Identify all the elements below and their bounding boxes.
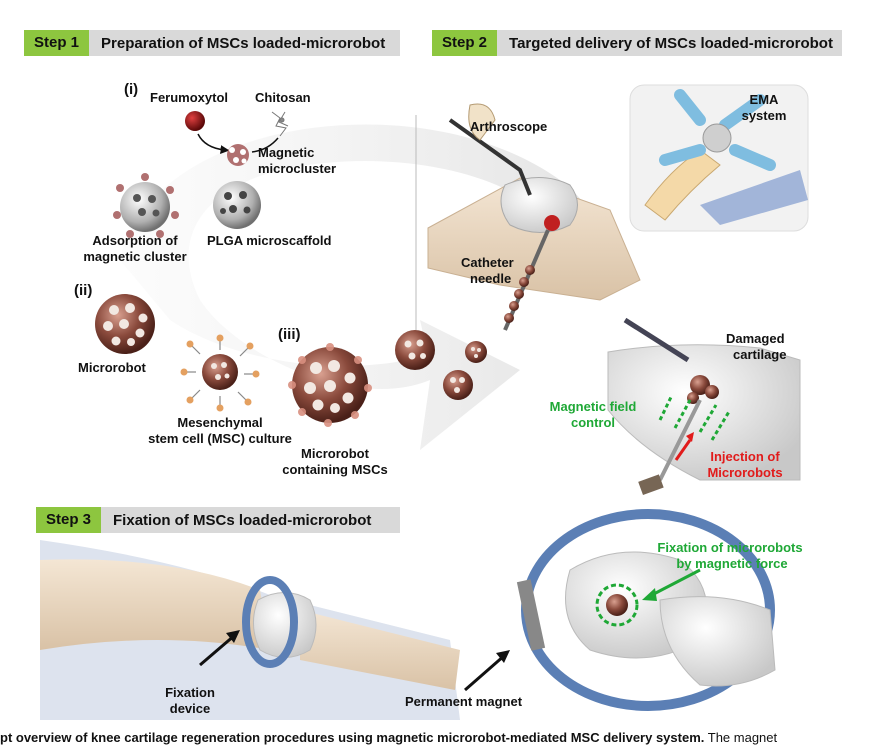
label-roman-ii: (ii) (74, 282, 93, 299)
step-2-header: Step 2 Targeted delivery of MSCs loaded-… (432, 30, 842, 56)
zoomed-knee-with-magnet (516, 509, 776, 711)
label-magnetic-field-line2: control (570, 415, 616, 430)
chitosan-molecule (271, 111, 289, 137)
label-fixation-device-line2: device (169, 701, 211, 716)
label-microrobot: Microrobot (78, 360, 146, 375)
figure-caption: pt overview of knee cartilage regenerati… (0, 730, 870, 750)
label-fixation-force-line1: Fixation of microrobots (657, 540, 803, 555)
process-swirl-arrow (120, 124, 596, 450)
step-1-tag: Step 1 (24, 30, 90, 56)
label-ema-line1: EMA (749, 92, 779, 107)
caption-rest: The magnet (704, 730, 778, 745)
msc-culture (180, 334, 260, 412)
label-fixation-device-line1: Fixation (165, 685, 215, 700)
microrobot-with-mscs (288, 343, 372, 427)
label-msc-culture-line1: Mesenchymal (177, 415, 263, 430)
concept-illustration (40, 84, 809, 720)
plga-microscaffold (213, 181, 261, 229)
step-3-title: Fixation of MSCs loaded-microrobot (113, 511, 372, 529)
leg-with-fixation-device (40, 540, 460, 720)
label-adsorption-line1: Adsorption of (92, 233, 178, 248)
label-ema-line2: system (741, 108, 787, 123)
label-catheter-line2: needle (470, 271, 512, 286)
label-adsorption-line2: magnetic cluster (83, 249, 187, 264)
label-magnetic-field-line1: Magnetic field (549, 399, 637, 414)
label-roman-iii: (iii) (278, 326, 301, 343)
label-arthroscope: Arthroscope (470, 119, 548, 134)
label-msc-culture-line2: stem cell (MSC) culture (148, 431, 292, 446)
magnetic-microcluster (227, 144, 249, 166)
step-2-title: Targeted delivery of MSCs loaded-microro… (509, 34, 833, 52)
caption-bold: pt overview of knee cartilage regenerati… (0, 730, 705, 745)
pointer-arrows (199, 633, 506, 692)
label-injection-line1: Injection of (710, 449, 780, 464)
adsorption-sphere (113, 173, 179, 238)
label-damaged-line1: Damaged (726, 331, 785, 346)
label-containing-line1: Microrobot (301, 446, 369, 461)
step-3-header: Step 3 Fixation of MSCs loaded-microrobo… (36, 507, 400, 533)
ferumoxytol-particle (185, 111, 205, 131)
label-magnetic-microcluster-line1: Magnetic (258, 145, 315, 160)
label-fixation-force-line2: by magnetic force (676, 556, 788, 571)
flying-microrobots (395, 330, 487, 400)
label-catheter-line1: Catheter (461, 255, 514, 270)
label-chitosan: Chitosan (255, 90, 311, 105)
step-1-header: Step 1 Preparation of MSCs loaded-micror… (24, 30, 400, 56)
microrobot (95, 294, 155, 354)
label-injection-line2: Microrobots (707, 465, 783, 480)
damaged-cartilage-scene (607, 317, 801, 495)
step-1-title: Preparation of MSCs loaded-microrobot (101, 34, 386, 52)
step-2-tag: Step 2 (432, 30, 498, 56)
ema-system-illustration (629, 84, 809, 232)
label-permanent-magnet: Permanent magnet (405, 694, 523, 709)
label-ferumoxytol: Ferumoxytol (150, 90, 229, 105)
label-plga-microscaffold: PLGA microscaffold (207, 233, 332, 248)
label-damaged-line2: cartilage (733, 347, 787, 362)
label-magnetic-microcluster-line2: microcluster (258, 161, 337, 176)
knee-arthroscopy-scene (427, 103, 641, 331)
step-3-tag: Step 3 (36, 507, 102, 533)
label-containing-line2: containing MSCs (282, 462, 388, 477)
label-roman-i: (i) (124, 81, 139, 98)
